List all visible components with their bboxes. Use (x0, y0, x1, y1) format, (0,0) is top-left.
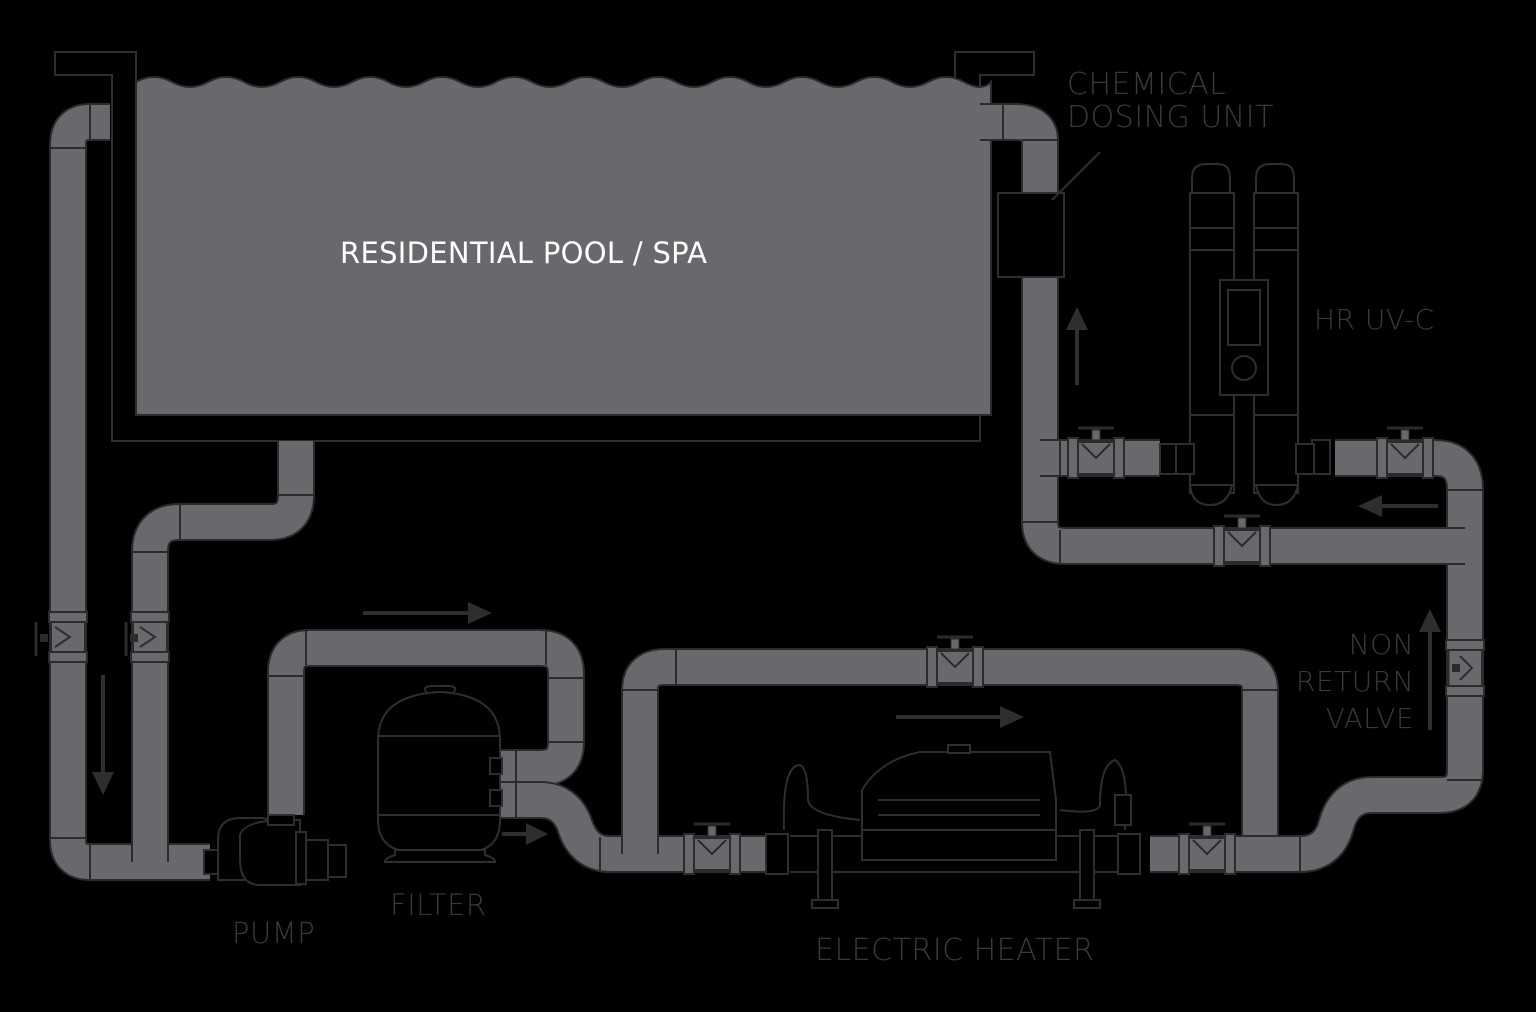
filter-label: FILTER (390, 888, 487, 922)
non-return-valve (1445, 639, 1485, 697)
filter (377, 685, 503, 863)
nrv-label-line1: NON (1348, 628, 1415, 661)
non-return-valve-label: NON RETURN VALVE (1296, 626, 1414, 737)
flow-arrow-right-filter-outlet (502, 823, 548, 845)
electric-heater (765, 744, 1150, 909)
uv-inlet-valve (1067, 426, 1125, 479)
flow-arrow-right-heater (896, 706, 1024, 728)
uv-outlet-valve (1376, 426, 1434, 479)
pipework (49, 103, 1484, 881)
flow-arrow-left-uv-return (1358, 495, 1438, 517)
nrv-label-line2: RETURN (1296, 665, 1415, 698)
flow-arrow-up-nrv (1419, 609, 1441, 730)
uv-label: HR UV-C (1314, 303, 1435, 336)
pool-water (135, 76, 992, 416)
chemical-dosing-label-line1: CHEMICAL (1067, 67, 1227, 102)
flow-arrow-right-top-filter (363, 602, 492, 624)
heater-inlet-valve (683, 822, 741, 875)
pipe-joints (50, 105, 1483, 880)
pump-label: PUMP (232, 916, 316, 950)
heater-bypass-valve (926, 635, 984, 688)
left-return-check-valve (34, 611, 88, 663)
flow-arrow-down-left (92, 675, 114, 795)
chemical-dosing-label: CHEMICAL DOSING UNIT (1067, 68, 1274, 134)
flow-arrow-up-dosing (1066, 307, 1088, 385)
heater-label: ELECTRIC HEATER (815, 933, 1095, 968)
heater-outlet-valve (1178, 822, 1236, 875)
pool-structure (54, 51, 1035, 442)
chemical-dosing-label-line2: DOSING UNIT (1067, 100, 1274, 135)
left-suction-check-valve (124, 611, 170, 663)
nrv-label-line3: VALVE (1325, 702, 1415, 735)
pool-label: RESIDENTIAL POOL / SPA (340, 236, 708, 270)
chemical-dosing-unit (997, 151, 1101, 278)
uv-bypass-valve (1213, 514, 1271, 567)
pump (203, 814, 347, 886)
hr-uvc-unit (1159, 163, 1331, 507)
